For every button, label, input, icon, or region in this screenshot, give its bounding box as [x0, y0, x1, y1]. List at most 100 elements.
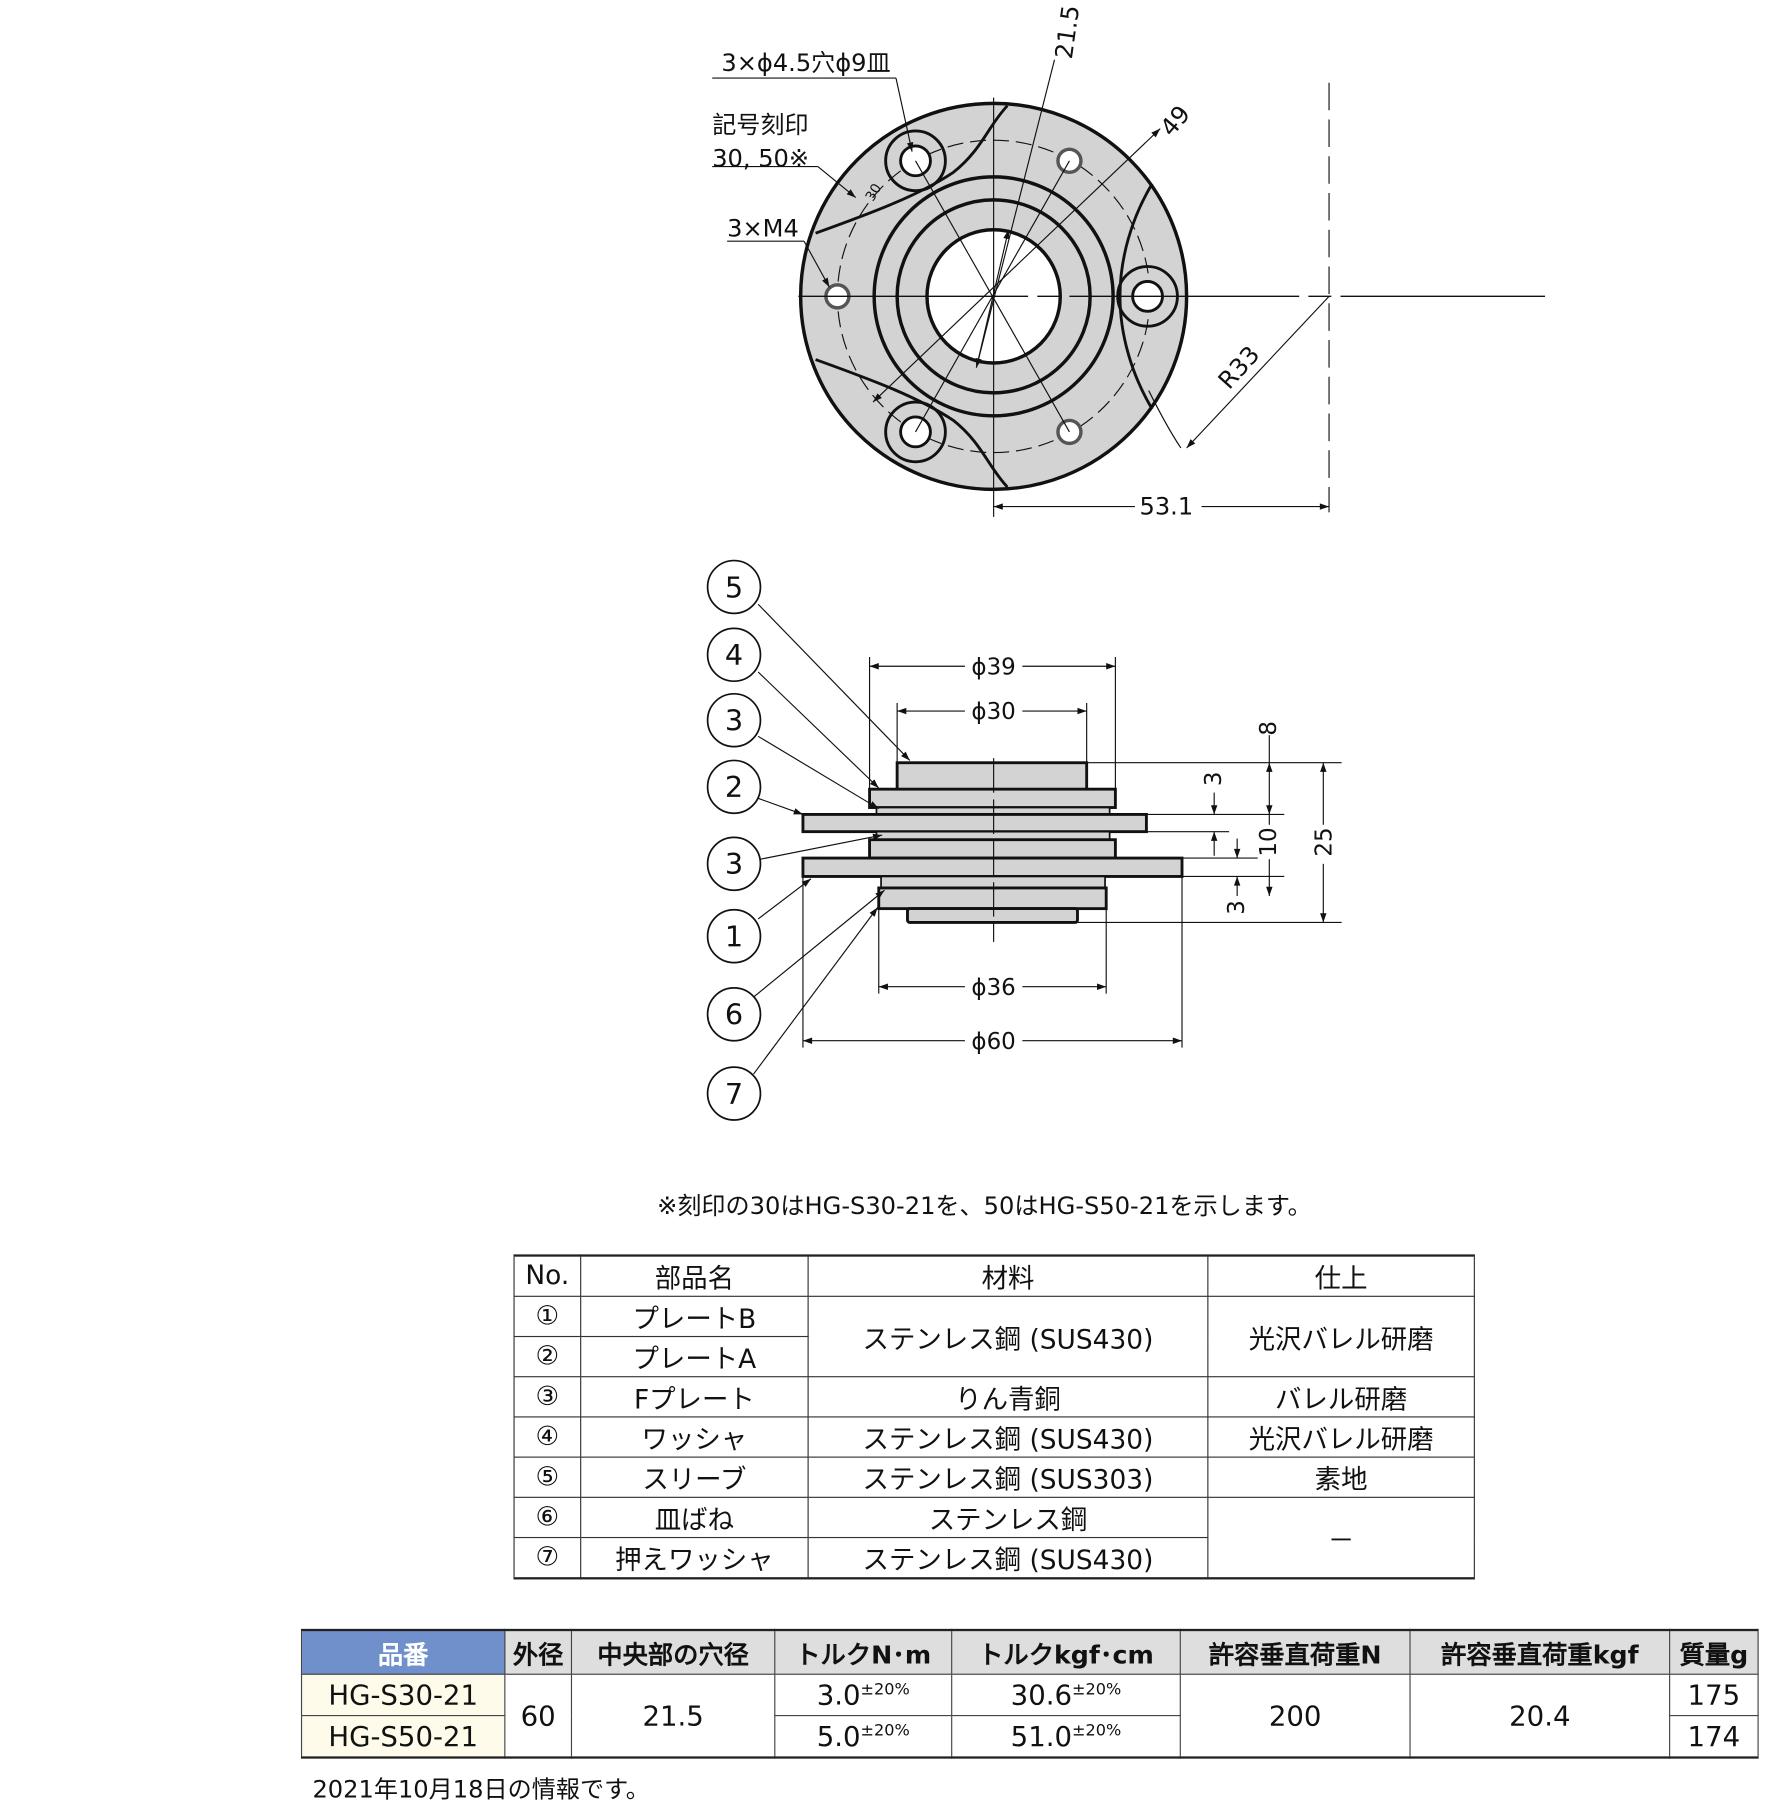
col-part-name: 部品名: [580, 1254, 809, 1297]
dim-h25: 25: [1311, 827, 1337, 856]
part-finish: バレル研磨: [1207, 1376, 1475, 1418]
table-row: ⑦ 押えワッシャ ステンレス鋼 (SUS430): [513, 1536, 1474, 1579]
part-finish: －: [1207, 1496, 1475, 1579]
parts-table: No. 部品名 材料 仕上 ① プレートB ステンレス鋼 (SUS430) 光沢…: [513, 1254, 1475, 1580]
plate-a: [801, 812, 1148, 834]
parts-header-row: No. 部品名 材料 仕上: [513, 1254, 1475, 1297]
mass: 175: [1669, 1673, 1759, 1717]
part-name: ワッシャ: [580, 1416, 809, 1458]
part-no: ⑦: [513, 1536, 582, 1579]
table-row: ② プレートA: [513, 1335, 1474, 1378]
part-name: プレートB: [580, 1295, 809, 1338]
washer-middle: [868, 838, 1117, 860]
part-no: ①: [513, 1295, 582, 1338]
mark-values-label: 30, 50※: [712, 145, 809, 173]
col-material: 材料: [807, 1254, 1209, 1297]
model-number: HG-S30-21: [300, 1673, 506, 1717]
plate-b: [801, 856, 1184, 878]
col-load-kgf: 許容垂直荷重kgf: [1409, 1629, 1671, 1675]
model-number: HG-S50-21: [300, 1715, 506, 1759]
tolerance: ±20%: [860, 1679, 910, 1699]
part-no: ②: [513, 1335, 582, 1378]
table-row: HG-S50-21 5.0±20% 51.0±20% 174: [300, 1715, 1759, 1759]
torque-nm: 3.0±20%: [774, 1673, 953, 1717]
callout-3b: 3: [725, 847, 743, 881]
table-row: ① プレートB ステンレス鋼 (SUS430) 光沢バレル研磨: [513, 1295, 1475, 1378]
info-date-footer: 2021年10月18日の情報です。: [312, 1775, 650, 1804]
sleeve-top: [895, 761, 1089, 792]
part-material: りん青銅: [807, 1376, 1209, 1418]
part-name: プレートA: [580, 1335, 809, 1378]
col-torque-kgf: トルクkgf･cm: [951, 1629, 1181, 1675]
col-torque-nm: トルクN･m: [774, 1629, 953, 1675]
side-view: [801, 761, 1184, 924]
dim-h8: 8: [1256, 721, 1282, 736]
callout-5: 5: [725, 570, 743, 604]
part-no: ④: [513, 1416, 582, 1458]
dim-radius: R33: [1213, 341, 1266, 395]
callout-4: 4: [725, 638, 743, 672]
col-model: 品番: [300, 1629, 506, 1675]
callout-7: 7: [725, 1077, 743, 1111]
part-name: Fプレート: [580, 1376, 809, 1418]
part-name: スリーブ: [580, 1456, 809, 1498]
table-row: ⑥ 皿ばね ステンレス鋼 －: [513, 1496, 1475, 1579]
callout-leaders: [753, 603, 911, 1075]
part-no: ⑤: [513, 1456, 582, 1498]
top-view: [712, 59, 1546, 517]
part-material: ステンレス鋼 (SUS430): [807, 1536, 1209, 1579]
part-finish: 素地: [1207, 1456, 1475, 1498]
dim-h10: 10: [1256, 827, 1282, 856]
value: 30.6: [1010, 1678, 1073, 1711]
engraving-note: ※刻印の30はHG-S30-21を、50はHG-S50-21を示します。: [657, 1192, 1312, 1220]
part-no: ⑥: [513, 1496, 582, 1539]
dim-h3-top: 3: [1201, 772, 1227, 787]
technical-drawing: 3×ϕ4.5穴ϕ9皿 記号刻印 30, 50※ 30 3×M4 21.5 49 …: [706, 4, 1546, 1121]
col-mass: 質量g: [1669, 1629, 1759, 1675]
tolerance: ±20%: [1072, 1721, 1122, 1740]
value: 3.0: [816, 1678, 861, 1711]
value: 51.0: [1010, 1720, 1073, 1753]
mass: 174: [1669, 1715, 1759, 1759]
table-row: ④ ワッシャ ステンレス鋼 (SUS430) 光沢バレル研磨: [513, 1416, 1475, 1458]
callout-2: 2: [725, 770, 743, 804]
sleeve-bottom: [906, 907, 1079, 924]
part-finish: 光沢バレル研磨: [1207, 1295, 1475, 1378]
hole-diameter: 21.5: [570, 1673, 776, 1759]
dim-pcd: 49: [1155, 100, 1196, 142]
callout-circles: [706, 559, 762, 1121]
callout-6: 6: [725, 998, 743, 1032]
engraving-mark: 30: [863, 181, 886, 204]
part-name: 押えワッシャ: [580, 1536, 809, 1579]
col-hole: 中央部の穴径: [570, 1629, 776, 1675]
retaining-washer: [877, 886, 1108, 911]
load-n: 200: [1179, 1673, 1411, 1759]
callout-1: 1: [725, 920, 743, 954]
col-finish: 仕上: [1207, 1254, 1475, 1297]
tapped-label: 3×M4: [727, 215, 799, 243]
outer-diameter: 60: [504, 1673, 573, 1759]
part-material: ステンレス鋼 (SUS430): [807, 1416, 1209, 1458]
tolerance: ±20%: [860, 1721, 910, 1740]
part-name: 皿ばね: [580, 1496, 809, 1539]
part-no: ③: [513, 1376, 582, 1418]
part-material: ステンレス鋼 (SUS430): [807, 1295, 1209, 1378]
tolerance: ±20%: [1072, 1679, 1122, 1699]
torque-kgf: 51.0±20%: [951, 1715, 1181, 1759]
side-dim-labels: ϕ39 ϕ30 ϕ36 ϕ60 8 3 10 25 3: [964, 652, 1337, 1055]
spec-header-row: 品番 外径 中央部の穴径 トルクN･m トルクkgf･cm 許容垂直荷重N 許容…: [300, 1629, 1759, 1675]
part-finish: 光沢バレル研磨: [1207, 1416, 1475, 1458]
dim-offset: 53.1: [1140, 493, 1194, 521]
col-outer: 外径: [504, 1629, 573, 1675]
col-load-n: 許容垂直荷重N: [1179, 1629, 1411, 1675]
table-row: ⑤ スリーブ ステンレス鋼 (SUS303) 素地: [513, 1456, 1475, 1498]
holes-label: 3×ϕ4.5穴ϕ9皿: [721, 49, 890, 77]
part-material: ステンレス鋼: [807, 1496, 1209, 1539]
washer-top: [868, 787, 1117, 809]
torque-nm: 5.0±20%: [774, 1715, 953, 1759]
dim-d60: ϕ60: [971, 1029, 1015, 1055]
spec-table: 品番 外径 中央部の穴径 トルクN･m トルクkgf･cm 許容垂直荷重N 許容…: [300, 1628, 1759, 1759]
dim-d36: ϕ36: [971, 975, 1015, 1001]
dim-d30: ϕ30: [971, 699, 1015, 725]
